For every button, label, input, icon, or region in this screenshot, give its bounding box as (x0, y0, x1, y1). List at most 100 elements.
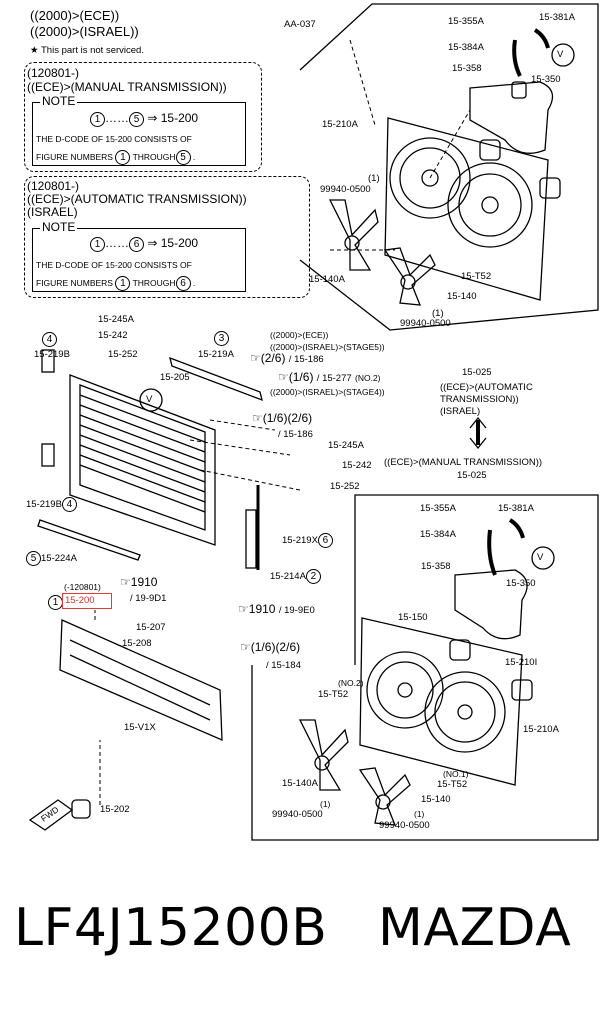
note1-condition: ((ECE)>(MANUAL TRANSMISSION)) (27, 80, 227, 94)
label-15-140-top: 15-140 (447, 291, 477, 302)
upper-assembly-outline (299, 3, 599, 331)
manual-cond: ((ECE)>(MANUAL TRANSMISSION)) (384, 457, 543, 468)
part-15-219x (245, 509, 257, 569)
ref-1-6: ☞(1/6) / 15-277 (NO.2) (278, 370, 381, 385)
hand-icon: ☞ (238, 602, 249, 616)
ref-1626b-target: / 15-184 (266, 660, 301, 671)
label-15-384a-b: 15-384A (420, 529, 456, 540)
v-label-mid: V (146, 394, 153, 405)
not-serviced-note: ★ This part is not serviced. (30, 45, 144, 56)
label-15-t52-top: 15-T52 (461, 271, 492, 282)
radiator-support-15-v1x (59, 619, 223, 742)
part-number: LF4J15200B (14, 898, 328, 958)
label-one-c: (1) (320, 799, 331, 809)
label-15-150: 15-150 (398, 612, 428, 623)
ref-2-6: ☞(2/6) / 15-186 (250, 351, 324, 366)
note2-condition: ((ECE)>(AUTOMATIC TRANSMISSION)) (27, 192, 247, 206)
seal-15-224a (37, 519, 141, 561)
highlight-box (62, 593, 112, 609)
auto-cond-line1: ((ECE)>(AUTOMATIC (440, 382, 533, 393)
lower-motor-1 (449, 639, 471, 661)
label-15-v1x: 15-V1X (124, 722, 156, 733)
header-line-1: ((2000)>(ECE)) (30, 8, 120, 23)
lower-fan-shroud (359, 617, 523, 786)
label-15-202: 15-202 (100, 804, 130, 815)
v-marker-bottom (531, 546, 555, 570)
ref-1910-target: / 19-9D1 (130, 593, 167, 604)
label-15-245a: 15-245A (98, 314, 134, 325)
upper-fan-blades (328, 199, 436, 306)
brand-name: MAZDA (378, 898, 572, 958)
hand-icon: ☞ (252, 411, 263, 425)
upper-motor-2 (539, 177, 561, 199)
auto-cond-line3: (ISRAEL) (440, 406, 481, 417)
label-one-a: (1) (368, 173, 380, 184)
note1-inner (32, 102, 246, 166)
v-marker-mid (139, 388, 163, 412)
label-no2-b: (NO.2) (338, 678, 364, 688)
label-15-242-b: 15-242 (342, 460, 372, 471)
label-15-025-b: 15-025 (457, 470, 487, 481)
fwd-arrow (28, 799, 74, 831)
label-99940-top-2: 99940-0500 (400, 318, 451, 329)
circle-num-3: 3 (214, 331, 229, 346)
label-15-140a-b: 15-140A (282, 778, 318, 789)
star-icon: ★ (30, 45, 39, 56)
lower-fan-blades (298, 719, 411, 826)
upper-reserve-tank (469, 81, 554, 154)
label-15-381a-top: 15-381A (539, 12, 575, 23)
hand-icon: ☞ (250, 351, 261, 365)
label-15-208: 15-208 (122, 638, 152, 649)
upper-motor-1 (479, 139, 501, 161)
label-15-140a-top: 15-140A (309, 274, 345, 285)
ref-1910-b: ☞1910 / 19-9E0 (238, 602, 315, 617)
v-label-bottom: V (537, 552, 544, 563)
circle-num-1: 1 (48, 595, 63, 610)
label-15-205: 15-205 (160, 372, 190, 383)
label-no1: (NO.1) (443, 769, 469, 779)
label-15-025-top: 15-025 (462, 367, 492, 378)
label-15-200[interactable]: 15-200 (65, 595, 95, 606)
radiator-core (69, 374, 216, 546)
label-one-d: (1) (414, 809, 425, 819)
note-box-manual (24, 62, 262, 172)
label-one-b: (1) (432, 308, 444, 319)
ref-1910: ☞1910 (120, 575, 158, 589)
label-15-355a-top: 15-355A (448, 16, 484, 27)
cond-2000-ece: ((2000)>(ECE)) (270, 330, 329, 340)
note2-date: (120801-) (27, 179, 80, 193)
label-99940-top: 99940-0500 (320, 184, 371, 195)
label-99940-b1: 99940-0500 (272, 809, 323, 820)
label-15-252-b: 15-252 (330, 481, 360, 492)
label-15-358-b: 15-358 (421, 561, 451, 572)
label-15-210l: 15-210I (505, 657, 538, 668)
upper-fan-shroud (384, 117, 549, 301)
note1-range: 1……5 ⇒ 15-200 (90, 112, 198, 127)
label-aa-037: AA-037 (284, 19, 316, 30)
note1-text-a: THE D-CODE OF 15-200 CONSISTS OF (36, 134, 192, 144)
cond-israel-stage4: ((2000)>(ISRAEL)>(STAGE4)) (270, 387, 385, 397)
label-15-358-top: 15-358 (452, 63, 482, 74)
note2-range: 1……6 ⇒ 15-200 (90, 237, 198, 252)
note2-title: NOTE (40, 220, 78, 234)
label-15-384a-top: 15-384A (448, 42, 484, 53)
note1-date: (120801-) (27, 66, 80, 80)
header-line-2: ((2000)>(ISRAEL)) (30, 24, 139, 39)
label-99940-b2: 99940-0500 (379, 820, 430, 831)
part-15-219b-top (41, 349, 55, 373)
hand-icon: ☞ (120, 575, 131, 589)
label-15-140-b: 15-140 (421, 794, 451, 805)
note-box-automatic (24, 176, 310, 298)
label-15-207: 15-207 (136, 622, 166, 633)
circle-num-4a: 4 (42, 332, 57, 347)
cond-israel-stage5: ((2000)>(ISRAEL)>(STAGE5)) (270, 342, 385, 352)
hand-icon: ☞ (240, 640, 251, 654)
label-15-350-top: 15-350 (531, 74, 561, 85)
label-15-245a-b: 15-245A (328, 440, 364, 451)
